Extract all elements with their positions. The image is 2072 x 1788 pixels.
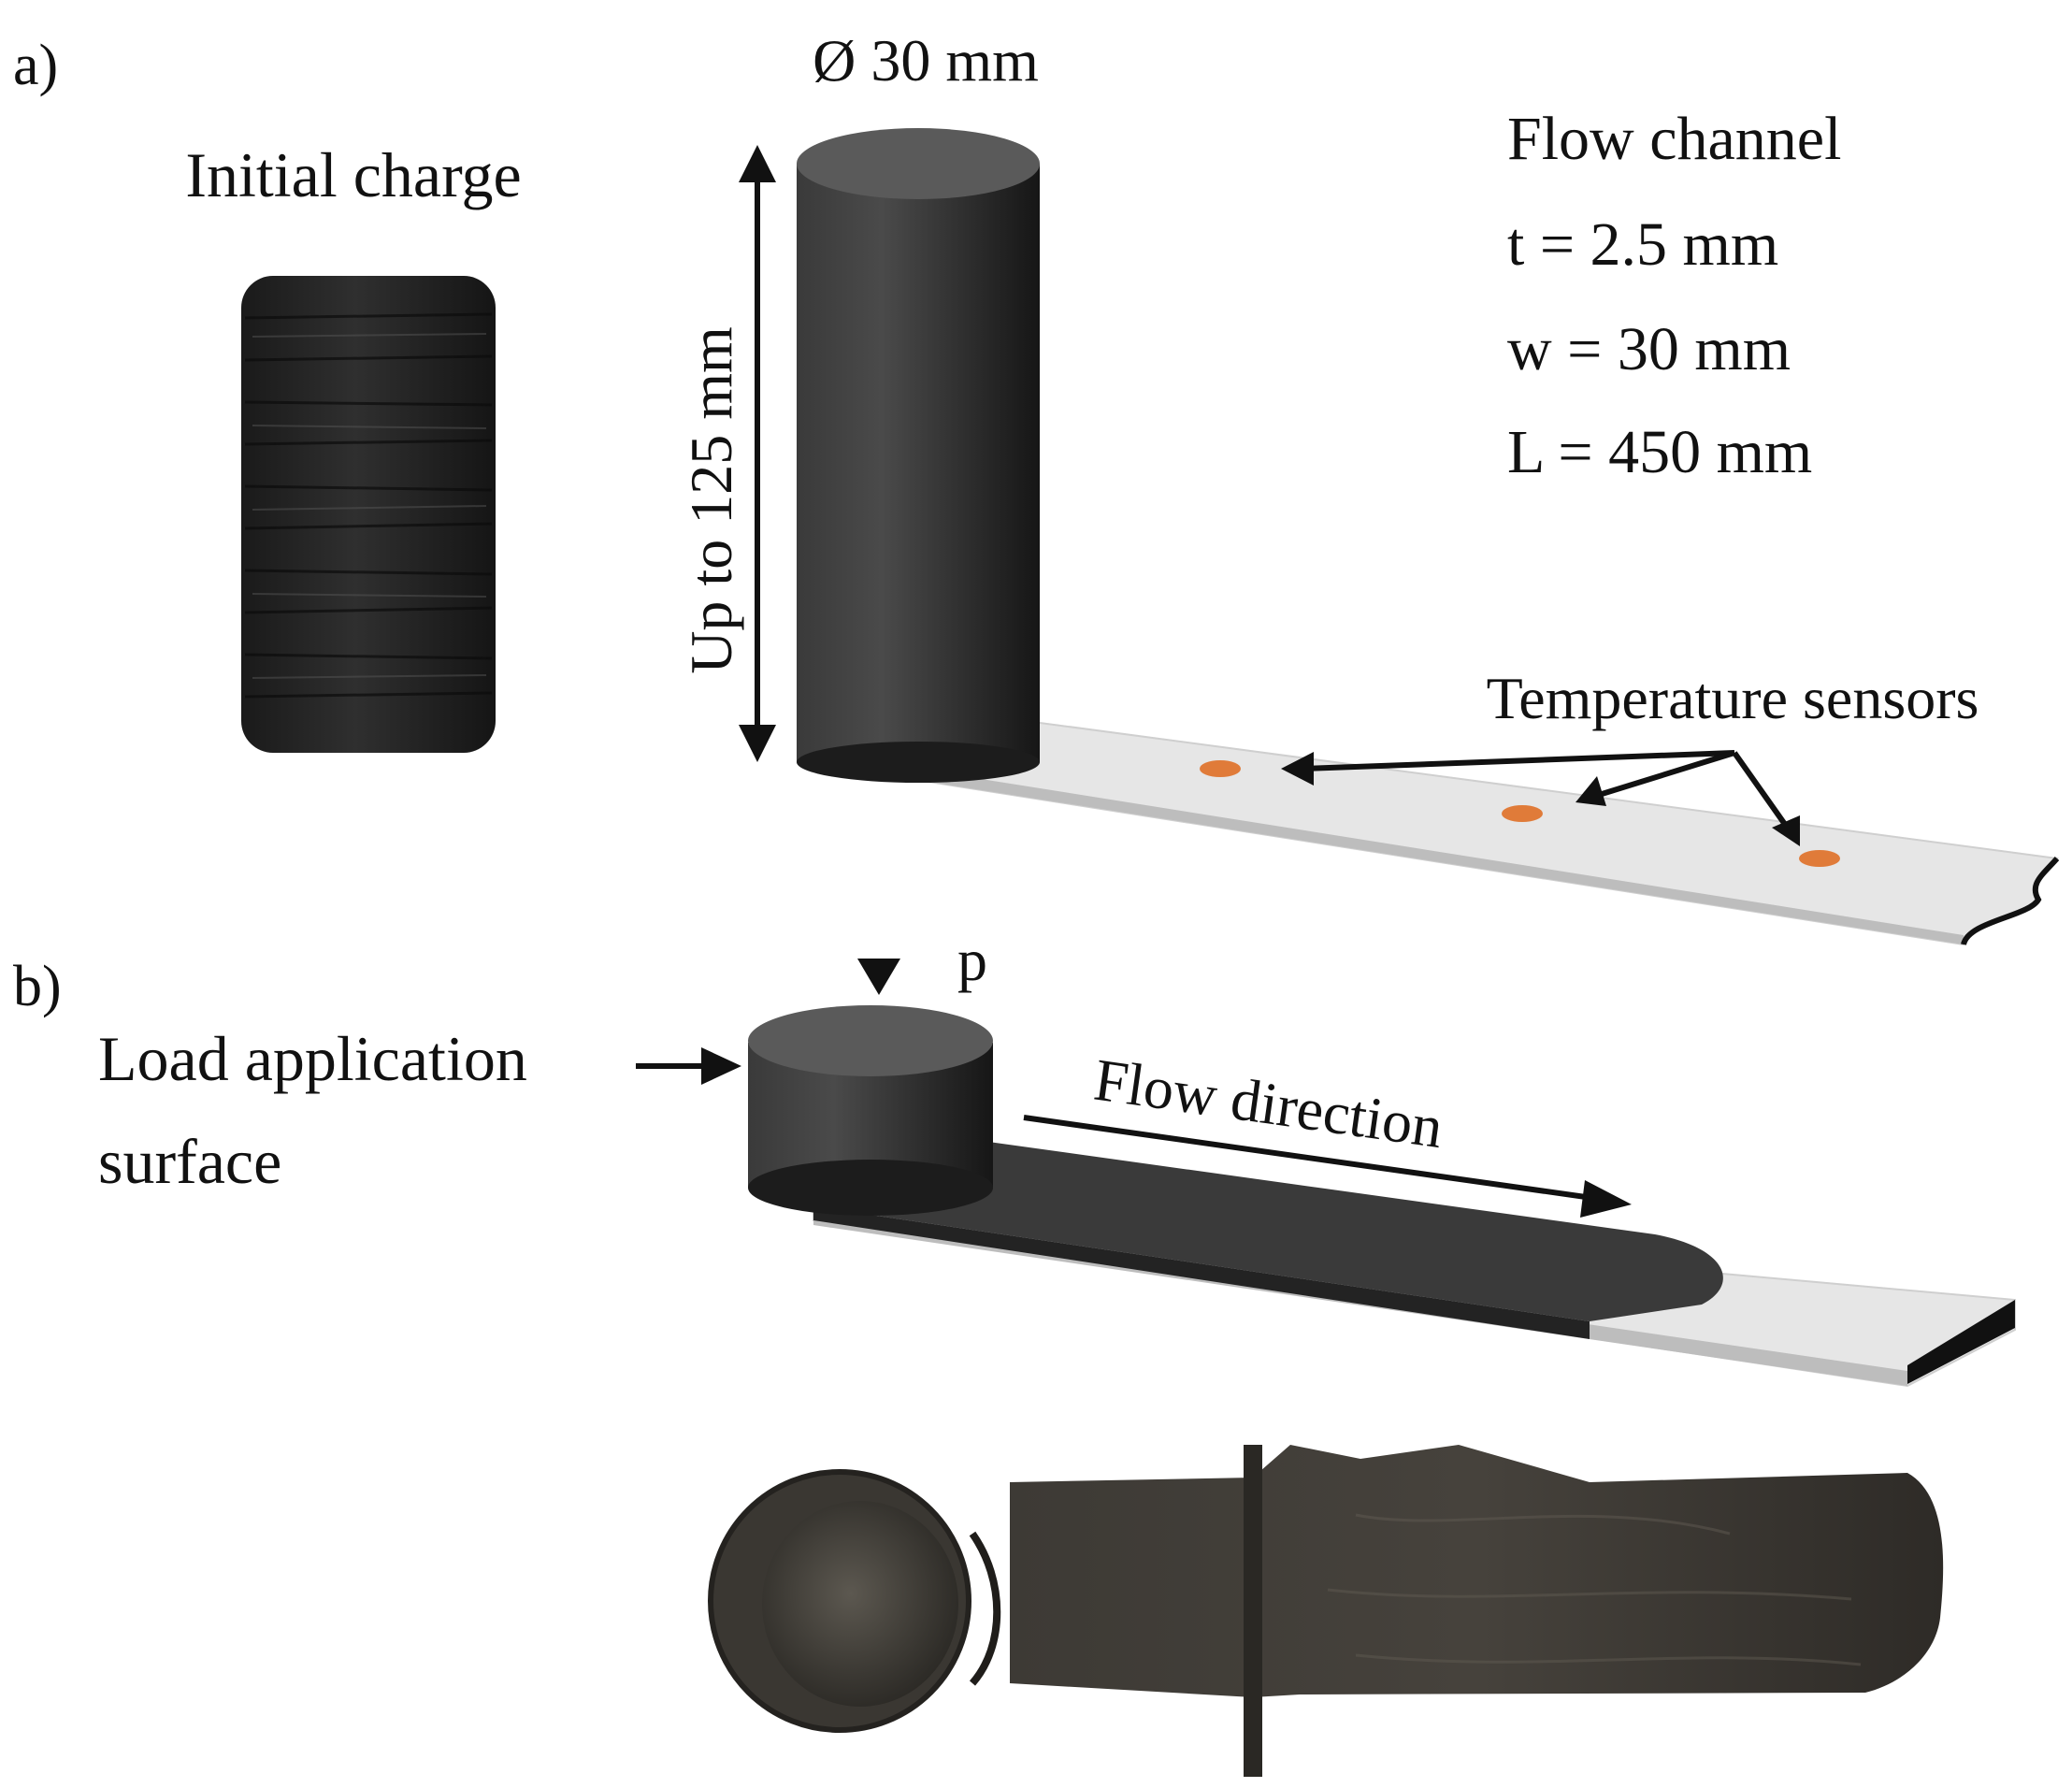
flow-channel-a <box>892 701 2060 946</box>
sensor-dot <box>1200 760 1241 777</box>
sensors-label: Temperature sensors <box>1487 665 1979 731</box>
short-cylinder <box>748 1005 993 1216</box>
flow-channel-specs: Flow channel t = 2.5 mm w = 30 mm L = 45… <box>1507 105 1841 486</box>
panel-a-label: a) <box>13 34 58 97</box>
flow-direction-arrow <box>1023 1115 1632 1218</box>
flow-direction-label: Flow direction <box>1090 1046 1446 1161</box>
thickness-spec: t = 2.5 mm <box>1507 210 1778 279</box>
sensor-arrows <box>1303 750 1793 834</box>
initial-charge-image <box>241 276 496 753</box>
sensor-dot <box>1799 850 1840 867</box>
width-spec: w = 30 mm <box>1507 315 1791 383</box>
sensor-dot <box>1502 805 1543 822</box>
temperature-sensors <box>1200 760 1840 867</box>
flow-channel-b <box>813 1141 2016 1388</box>
pressure-label: p <box>957 927 987 993</box>
panel-b-label: b) <box>13 955 62 1018</box>
initial-charge-label: Initial charge <box>185 139 521 210</box>
flow-channel-title: Flow channel <box>1507 105 1841 173</box>
tall-cylinder <box>797 128 1040 783</box>
molded-part-image <box>708 1445 1944 1777</box>
load-arrow <box>636 1047 741 1085</box>
height-label: Up to 125 mm <box>678 326 744 674</box>
length-spec: L = 450 mm <box>1507 418 1812 486</box>
load-label-line1: Load application <box>98 1023 527 1094</box>
height-dimension-arrow <box>739 145 776 762</box>
load-label-line2: surface <box>98 1126 281 1197</box>
diameter-label: Ø 30 mm <box>813 27 1039 94</box>
pressure-arrow-icon <box>857 959 900 995</box>
